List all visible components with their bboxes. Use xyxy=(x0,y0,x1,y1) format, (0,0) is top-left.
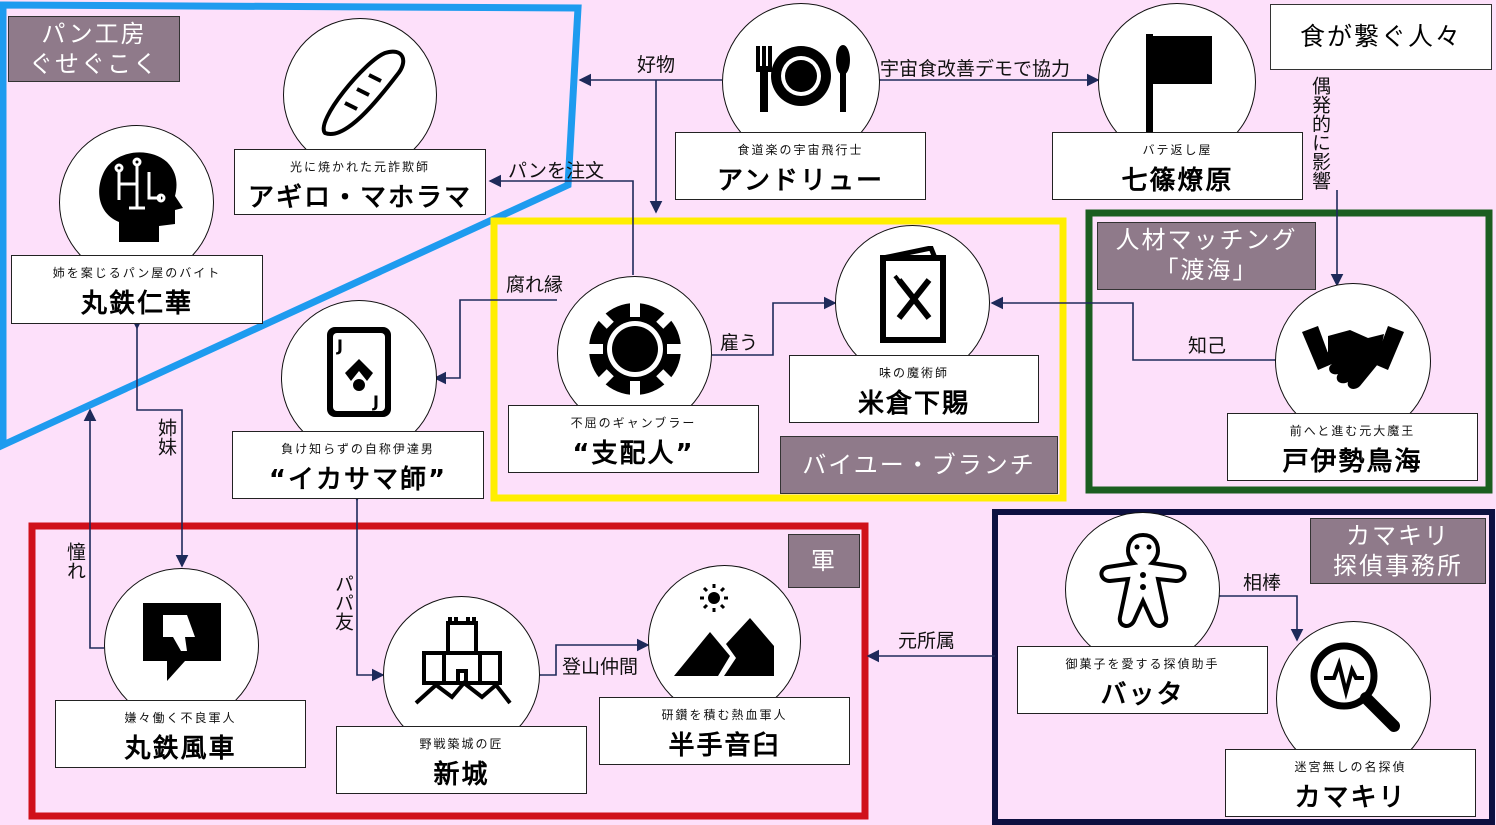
flag-icon xyxy=(1146,34,1212,132)
menu-icon xyxy=(879,246,946,343)
svg-text:J: J xyxy=(372,392,379,411)
edge-label-motoshozoku: 元所属 xyxy=(898,630,956,652)
edge-label-kusareen: 腐れ縁 xyxy=(506,274,564,296)
joker-card-icon: J J xyxy=(327,327,391,417)
kamakiri-frame xyxy=(992,509,1495,825)
bakery-group-tag: パン工房 ぐせぐこく xyxy=(8,16,180,82)
fuusha-name: 丸鉄風車 xyxy=(124,734,237,764)
toise-name: 戸伊勢鳥海 xyxy=(1282,447,1423,477)
kamakiri-subtitle: 迷宮無しの名探偵 xyxy=(1294,760,1407,774)
svg-text:J: J xyxy=(336,336,343,355)
andrew-subtitle: 食道楽の宇宙飛行士 xyxy=(737,143,864,157)
edge-label-aibou: 相棒 xyxy=(1243,572,1282,594)
hante-card: 研鑽を積む熱血軍人 半手音臼 xyxy=(599,697,850,765)
shichijo-subtitle: バテ返し屋 xyxy=(1142,143,1213,157)
edge-label-guuhatsu: 偶発的に影響 xyxy=(1309,76,1331,190)
army-group-tag: 軍 xyxy=(788,534,860,588)
value-branch-tag: バイユー・ブランチ xyxy=(780,436,1058,494)
agiro-card: 光に焼かれた元詐欺師 アギロ・マホラマ xyxy=(234,149,486,215)
fuusha-portrait xyxy=(104,568,259,723)
edge-label-papatomo: パパ友 xyxy=(332,574,354,631)
army-frame xyxy=(28,522,869,820)
hante-portrait xyxy=(648,565,801,718)
gingerbread-icon xyxy=(1099,532,1186,628)
matching-group-tag: 人材マッチング 「渡海」 xyxy=(1097,222,1316,290)
castle-icon xyxy=(414,617,512,705)
dinner-plate-icon xyxy=(756,45,850,112)
handshake-icon xyxy=(1302,326,1404,389)
shinjo-subtitle: 野戦築城の匠 xyxy=(419,737,504,751)
poker-chip-icon xyxy=(588,303,681,395)
agiro-portrait xyxy=(283,18,437,172)
thumbs-down-icon xyxy=(142,603,221,681)
edge-label-yatou: 雇う xyxy=(720,332,759,354)
edge-label-pan-chuumon: パンを注文 xyxy=(508,160,604,182)
shichijo-card: バテ返し屋 七篠燎原 xyxy=(1052,132,1303,200)
ikasama-subtitle: 負け知らずの自称伊達男 xyxy=(281,442,435,456)
agiro-subtitle: 光に焼かれた元詐欺師 xyxy=(289,160,430,174)
ikasama-name: “イカサマ師” xyxy=(268,465,448,495)
edge-label-akogare: 憧れ xyxy=(64,542,86,580)
toise-card: 前へと進む元大魔王 戸伊勢鳥海 xyxy=(1227,413,1478,481)
brain-head-icon xyxy=(98,152,183,242)
edge-label-tozan: 登山仲間 xyxy=(562,656,639,678)
yonekura-portrait xyxy=(835,225,990,380)
andrew-card: 食道楽の宇宙飛行士 アンドリュー xyxy=(675,132,926,200)
diagram-title: 食が繋ぐ人々 xyxy=(1270,4,1492,70)
shihainin-name: “支配人” xyxy=(572,439,695,469)
shihainin-card: 不屈のギャンブラー “支配人” xyxy=(508,405,759,473)
yonekura-name: 米倉下賜 xyxy=(857,389,970,419)
kamakiri-card: 迷宮無しの名探偵 カマキリ xyxy=(1225,749,1476,817)
niika-subtitle: 姉を案じるパン屋のバイト xyxy=(52,266,222,280)
mountain-icon xyxy=(673,584,774,676)
agiro-name: アギロ・マホラマ xyxy=(247,183,472,213)
hante-name: 半手音臼 xyxy=(668,731,781,761)
fuusha-card: 嫌々働く不良軍人 丸鉄風車 xyxy=(55,700,306,768)
batta-portrait xyxy=(1065,512,1220,667)
shinjo-card: 野戦築城の匠 新城 xyxy=(336,726,587,794)
edge-label-koubutsu: 好物 xyxy=(637,54,676,76)
shichijo-name: 七篠燎原 xyxy=(1121,166,1234,196)
edge-label-demo: 宇宙食改善デモで協力 xyxy=(880,58,1071,80)
ikasama-card: 負け知らずの自称伊達男 “イカサマ師” xyxy=(232,431,484,499)
hante-subtitle: 研鑽を積む熱血軍人 xyxy=(661,708,788,722)
andrew-name: アンドリュー xyxy=(717,166,884,196)
kamakiri-group-tag: カマキリ 探偵事務所 xyxy=(1310,518,1486,584)
bread-icon xyxy=(321,49,406,137)
batta-subtitle: 御菓子を愛する探偵助手 xyxy=(1065,657,1220,671)
niika-card: 姉を案じるパン屋のバイト 丸鉄仁華 xyxy=(11,255,263,324)
niika-name: 丸鉄仁華 xyxy=(80,289,193,319)
ikasama-portrait: J J xyxy=(281,300,437,456)
edge-label-chiki: 知己 xyxy=(1188,335,1227,357)
shinjo-name: 新城 xyxy=(433,760,490,790)
batta-name: バッタ xyxy=(1100,680,1185,710)
shihainin-subtitle: 不屈のギャンブラー xyxy=(570,416,697,430)
yonekura-subtitle: 味の魔術師 xyxy=(878,366,949,380)
magnifier-icon xyxy=(1310,642,1400,732)
fuusha-subtitle: 嫌々働く不良軍人 xyxy=(124,711,237,725)
kamakiri-name: カマキリ xyxy=(1294,783,1407,813)
batta-card: 御菓子を愛する探偵助手 バッタ xyxy=(1017,646,1268,714)
bakery-group-frame xyxy=(0,1,582,451)
niika-portrait xyxy=(59,125,214,280)
yonekura-card: 味の魔術師 米倉下賜 xyxy=(789,355,1039,423)
edge-label-shimai: 姉妹 xyxy=(155,418,177,456)
toise-subtitle: 前へと進む元大魔王 xyxy=(1289,424,1416,438)
